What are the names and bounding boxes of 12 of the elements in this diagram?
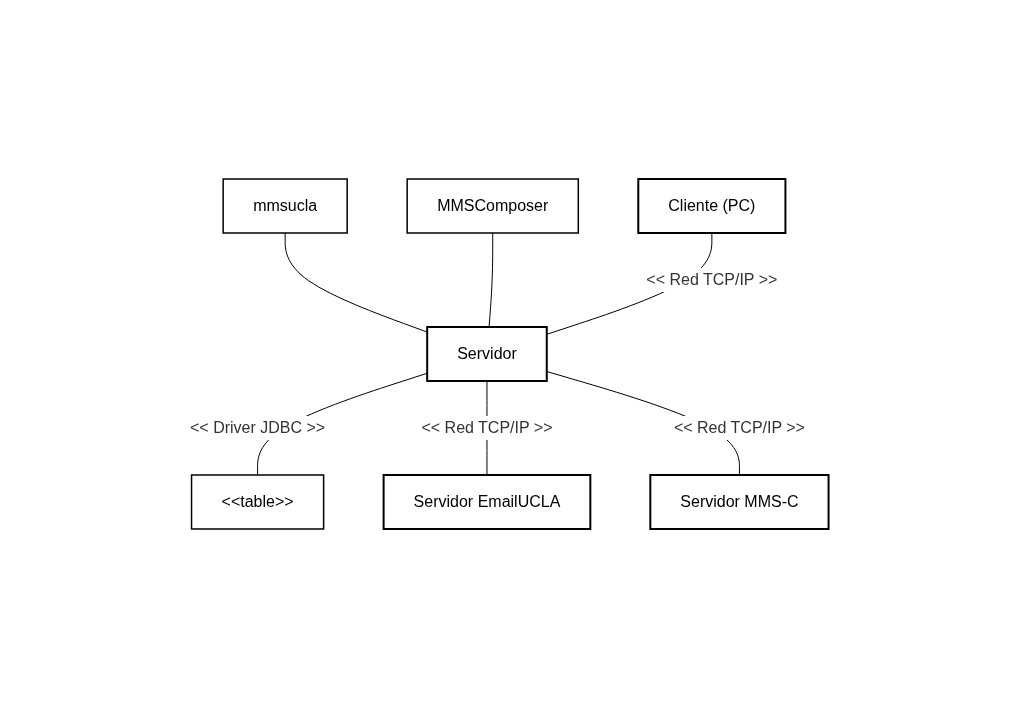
edge-label: << Driver JDBC >> [189,418,325,436]
connector [488,232,493,328]
edge-label: << Red TCP/IP >> [646,271,778,288]
node-box: Servidor [425,326,548,382]
edge-label: << Red TCP/IP >> [673,418,805,436]
node-box: Servidor MMS-C [649,474,830,530]
node-box: MMSComposer [406,178,579,234]
node-box: mmsucla [222,178,348,234]
node-box: Servidor EmailUCLA [382,474,592,530]
node-box: <<table>> [190,474,325,530]
edge-label: << Red TCP/IP >> [421,418,553,436]
node-box: Cliente (PC) [637,178,787,234]
